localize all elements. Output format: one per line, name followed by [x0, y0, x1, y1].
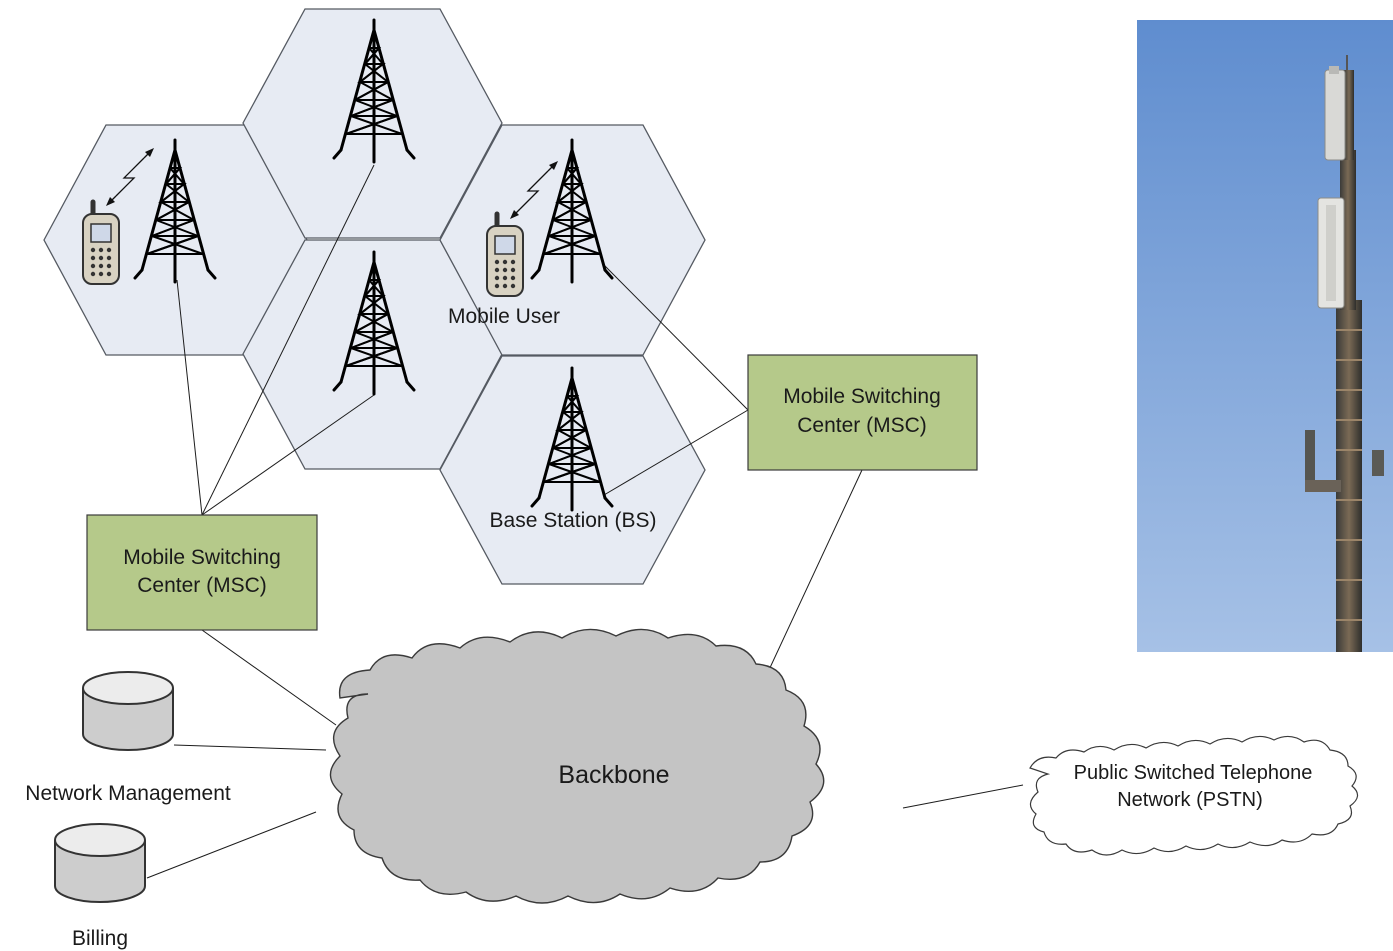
link-right-msc-to-backbone	[767, 469, 863, 673]
cloud-icon	[329, 628, 825, 904]
billing-label: Billing	[72, 927, 128, 950]
backbone-label: Backbone	[558, 761, 669, 789]
database-icon	[82, 671, 174, 751]
mobile-phone-icon	[487, 214, 523, 296]
msc-right-label-line1: Mobile Switching	[783, 385, 941, 408]
link-top-bs-to-msc	[201, 164, 375, 516]
database-icon	[54, 823, 146, 903]
mobile-phone-icon	[83, 202, 119, 284]
msc-left-box	[86, 514, 318, 631]
network-links	[146, 164, 1024, 879]
link-right-bs-to-msc	[603, 264, 749, 411]
msc-left: Mobile Switching Center (MSC)	[86, 514, 318, 631]
link-billing-to-backbone	[146, 811, 317, 879]
link-left-msc-to-backbone	[201, 629, 337, 726]
msc-right-label-line2: Center (MSC)	[797, 414, 927, 437]
mobile-user-label: Mobile User	[448, 305, 560, 328]
link-center-bs-to-msc	[201, 394, 375, 516]
link-bottom-bs-to-msc	[603, 409, 749, 496]
backbone-cloud: Backbone	[329, 628, 825, 904]
link-left-bs-to-msc	[176, 279, 203, 516]
base-station-label: Base Station (BS)	[490, 509, 657, 532]
pstn-cloud: Public Switched Telephone Network (PSTN)	[1029, 735, 1359, 856]
msc-left-label-line1: Mobile Switching	[123, 546, 281, 569]
cloud-icon	[1029, 735, 1359, 856]
link-backbone-to-pstn	[902, 784, 1024, 809]
msc-left-label-line2: Center (MSC)	[137, 574, 267, 597]
link-netmgmt-to-backbone	[173, 744, 327, 751]
pstn-label-line1: Public Switched Telephone	[1074, 762, 1313, 784]
msc-right: Mobile Switching Center (MSC)	[747, 354, 978, 471]
pstn-label-line2: Network (PSTN)	[1117, 789, 1263, 811]
network-management-label: Network Management	[25, 782, 231, 805]
msc-right-box	[747, 354, 978, 471]
cell-tower-photo	[1137, 20, 1393, 652]
